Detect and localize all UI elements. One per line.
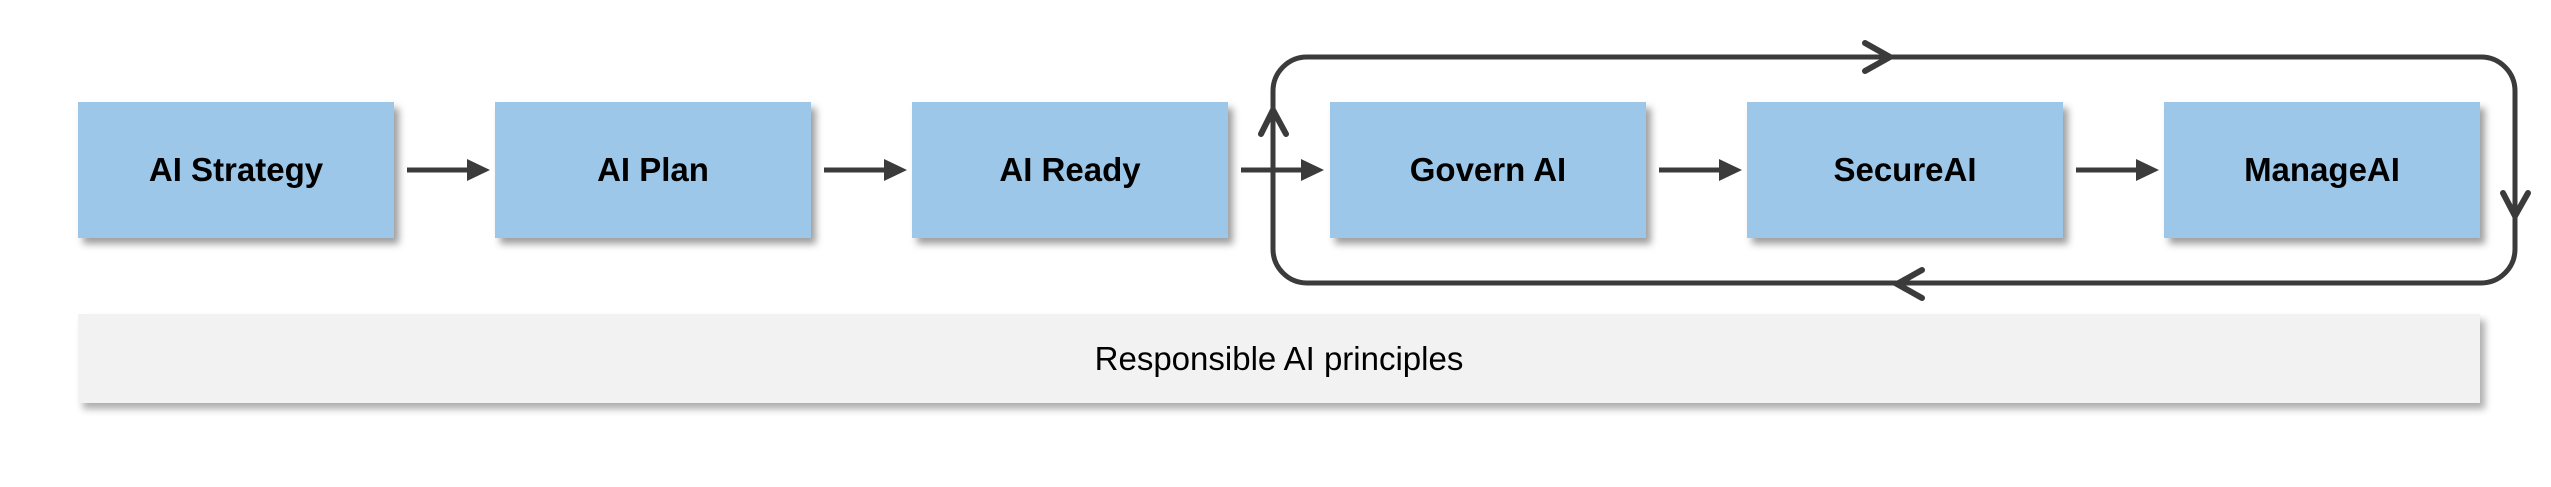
loop-arrowhead-right-down-icon	[2500, 190, 2531, 223]
flow-box-ai-plan: AI Plan	[495, 102, 811, 238]
flow-box-label: ManageAI	[2244, 151, 2400, 188]
arrow-ai-plan-to-ai-ready	[824, 159, 907, 181]
loop-arrowhead-top-right-icon	[1862, 40, 1897, 74]
flow-box-ai-strategy: AI Strategy	[78, 102, 394, 238]
arrow-ai-strategy-to-ai-plan	[407, 159, 490, 181]
flow-box-label: AI Ready	[999, 151, 1141, 188]
flow-box-label: Govern AI	[1409, 151, 1567, 188]
arrow-govern-ai-to-secure-ai	[1659, 159, 1742, 181]
loop-arrowhead-left-up-icon	[1258, 103, 1289, 137]
responsible-ai-principles-bar: Responsible AI principles	[78, 314, 2480, 403]
loop-arrowhead-bottom-left-icon	[1890, 267, 1925, 301]
flow-box-secure-ai: SecureAI	[1747, 102, 2063, 238]
flow-box-label: AI Strategy	[148, 151, 324, 188]
flow-box-label: SecureAI	[1833, 151, 1977, 188]
arrow-secure-ai-to-manage-ai	[2076, 159, 2159, 181]
flow-box-govern-ai: Govern AI	[1330, 102, 1646, 238]
flow-box-label: AI Plan	[597, 151, 709, 188]
arrow-ai-ready-to-govern-ai	[1241, 159, 1324, 181]
flow-box-manage-ai: ManageAI	[2164, 102, 2480, 238]
flow-box-ai-ready: AI Ready	[912, 102, 1228, 238]
responsible-ai-principles-label: Responsible AI principles	[1094, 339, 1464, 377]
